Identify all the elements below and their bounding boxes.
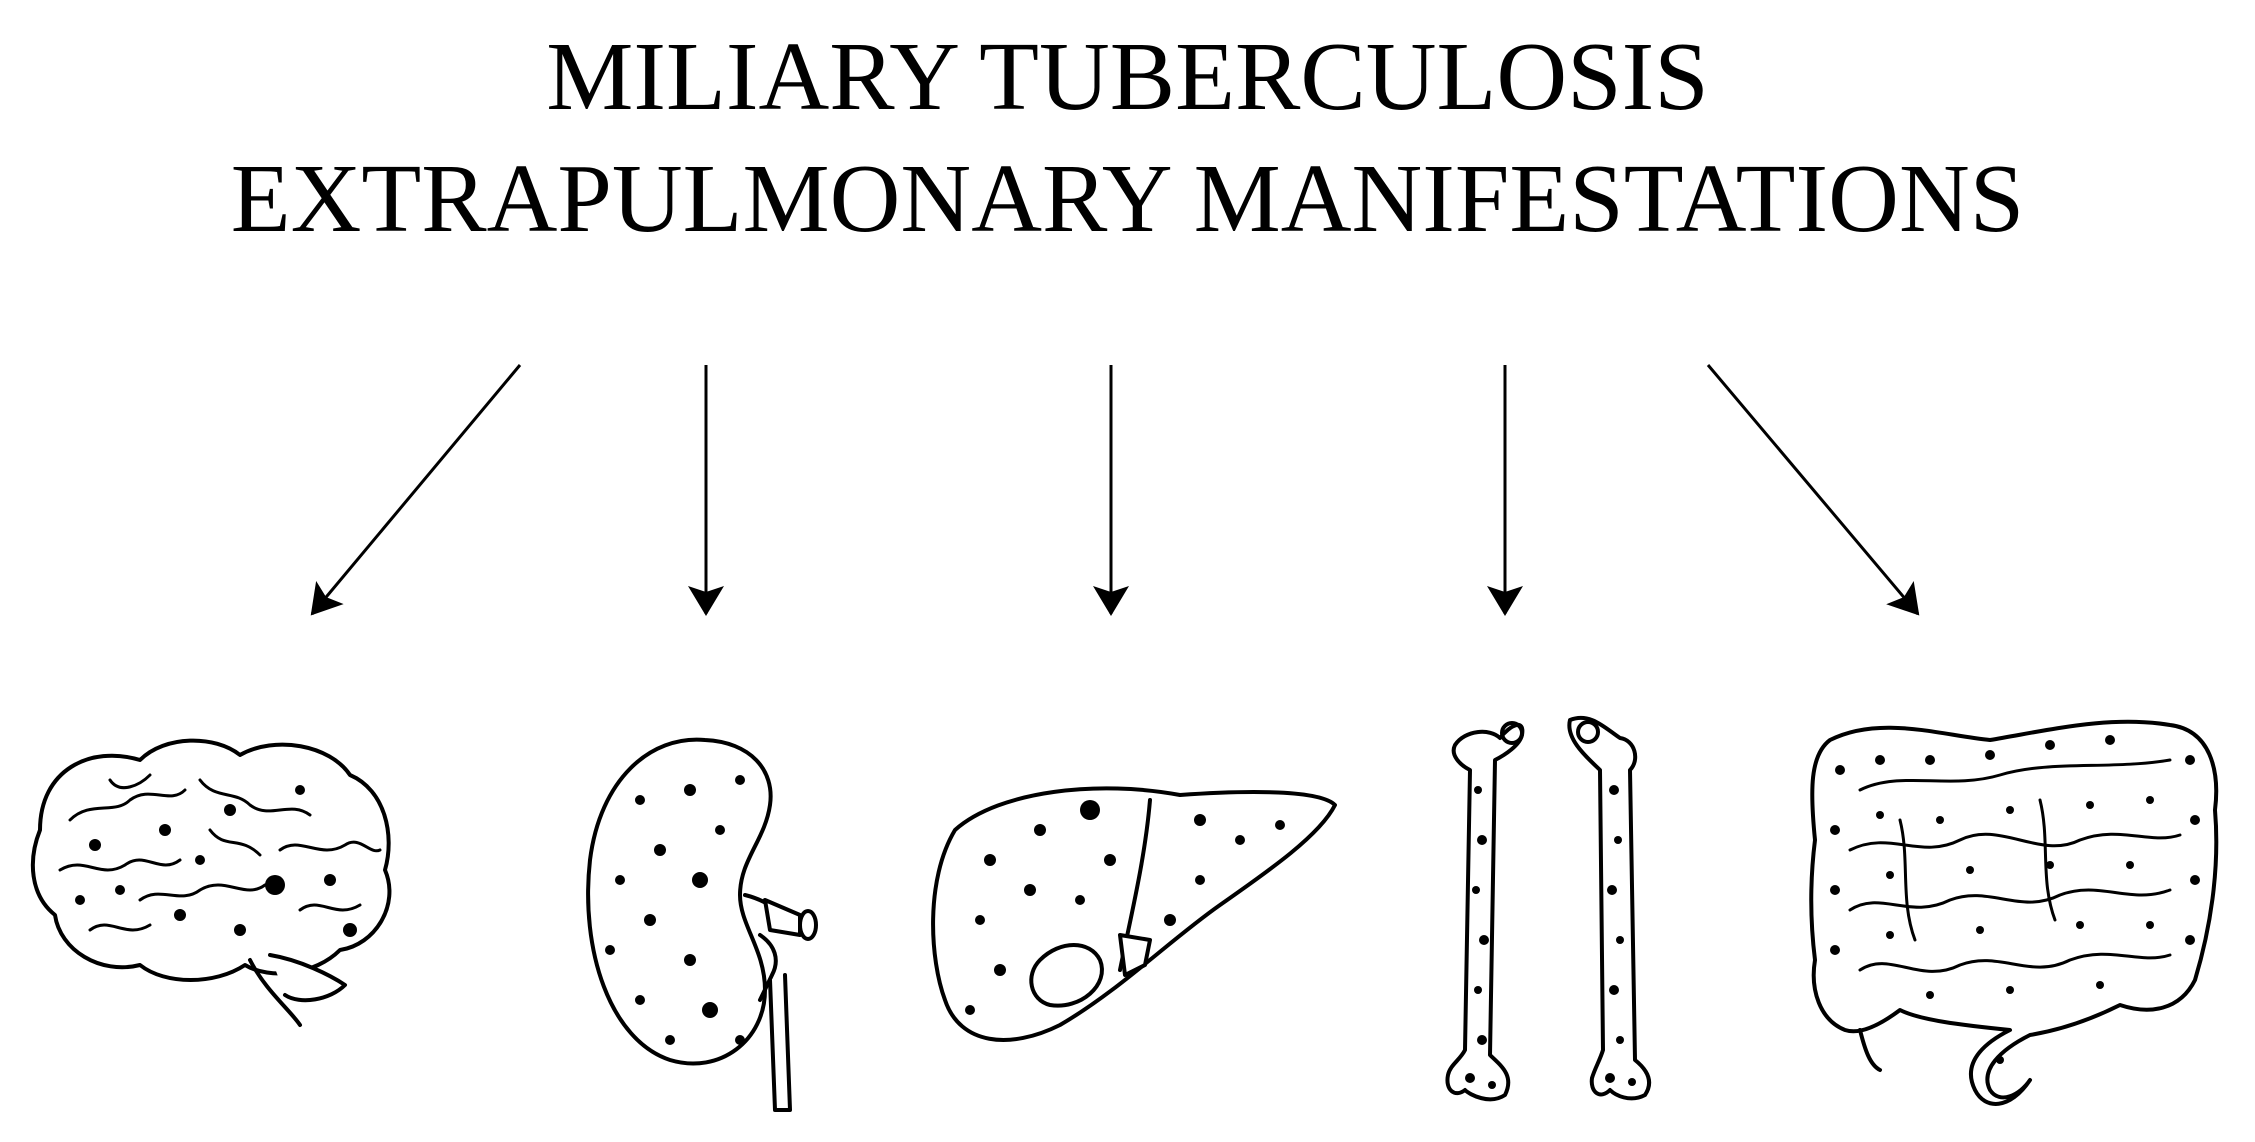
kidney-icon (586, 737, 818, 1112)
title-line-2: EXTRAPULMONARY MANIFESTATIONS (230, 145, 2025, 253)
arrow-to-intestines (1706, 364, 1920, 616)
title-line-1: MILIARY TUBERCULOSIS (546, 23, 1709, 131)
brain-icon (30, 738, 392, 1027)
liver-icon (931, 786, 1337, 1042)
intestines-icon (1809, 719, 2219, 1106)
bones-icon (1445, 716, 1652, 1102)
arrow-to-brain (310, 364, 522, 616)
